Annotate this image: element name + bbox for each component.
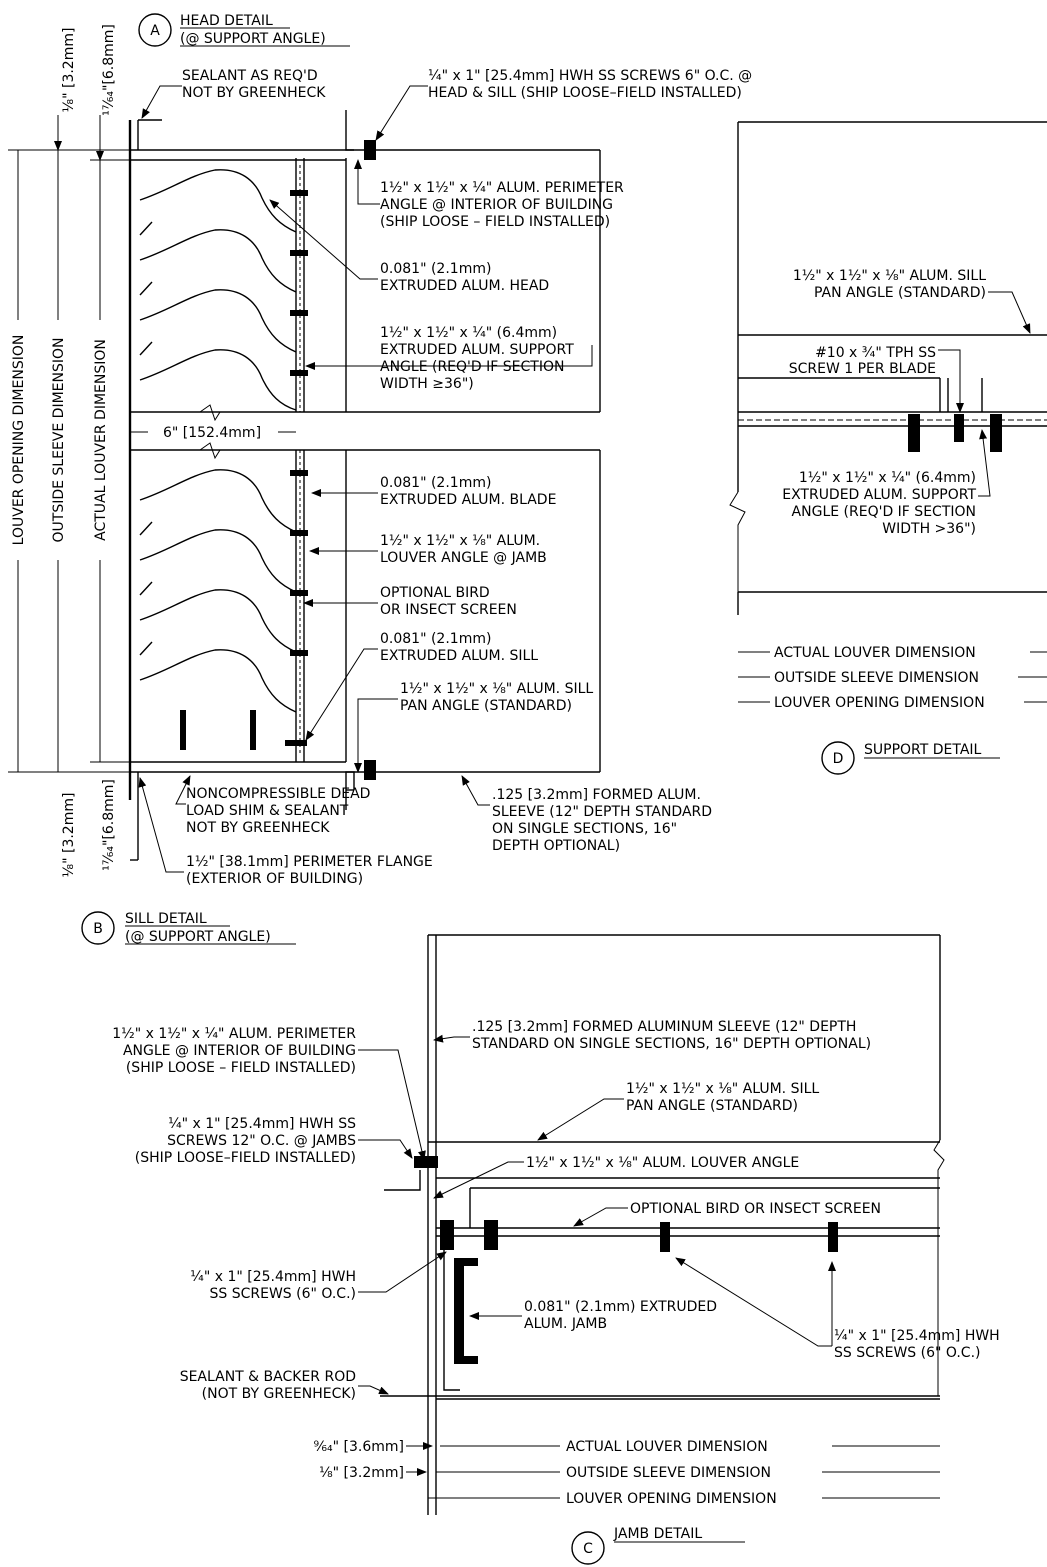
head-dim-a: ⅛" [3.2mm] <box>61 28 77 113</box>
support-actual-dim: ACTUAL LOUVER DIMENSION <box>774 645 976 661</box>
sill-pan-note-1: 1½" x 1½" x ⅛" ALUM. SILL <box>400 681 593 697</box>
blade-note-2: EXTRUDED ALUM. BLADE <box>380 492 556 508</box>
support-angle-note-2: EXTRUDED ALUM. SUPPORT <box>380 342 574 358</box>
sill-pan-note-2: PAN ANGLE (STANDARD) <box>400 698 572 714</box>
support-screw-note-1: #10 x ¾" TPH SS <box>815 345 936 361</box>
sealant-note-1: SEALANT AS REQ'D <box>182 68 318 84</box>
screen-note-2: OR INSECT SCREEN <box>380 602 517 618</box>
blade-note-1: 0.081" (2.1mm) <box>380 475 491 491</box>
detail-b-name: SILL DETAIL <box>125 911 207 927</box>
support-outside-dim: OUTSIDE SLEEVE DIMENSION <box>774 670 979 686</box>
sill-dim-a: ⅛" [3.2mm] <box>61 793 77 878</box>
flange-note-2: (EXTERIOR OF BUILDING) <box>186 871 363 887</box>
support-angle-d-note-2: EXTRUDED ALUM. SUPPORT <box>782 487 976 503</box>
jamb-louver-angle-note: 1½" x 1½" x ⅛" ALUM. LOUVER ANGLE <box>526 1155 799 1171</box>
support-angle-note-4: WIDTH ≥36") <box>380 376 474 392</box>
jamb-sleeve-note-1: .125 [3.2mm] FORMED ALUMINUM SLEEVE (12"… <box>472 1019 856 1035</box>
shim-note-3: NOT BY GREENHECK <box>186 820 330 836</box>
detail-d-name: SUPPORT DETAIL <box>864 742 982 758</box>
detail-a-title: A HEAD DETAIL (@ SUPPORT ANGLE) <box>138 13 350 47</box>
jamb-screen-note: OPTIONAL BIRD OR INSECT SCREEN <box>630 1201 881 1217</box>
shim-note-2: LOAD SHIM & SEALANT <box>186 803 349 819</box>
jamb-perimeter-note-3: (SHIP LOOSE – FIELD INSTALLED) <box>126 1060 356 1076</box>
jamb-detail: .125 [3.2mm] FORMED ALUMINUM SLEEVE (12"… <box>112 934 1000 1565</box>
jamb-screws6-left-note-1: ¼" x 1" [25.4mm] HWH <box>190 1269 356 1285</box>
detail-b-letter: B <box>93 921 103 937</box>
perimeter-angle-note-3: (SHIP LOOSE – FIELD INSTALLED) <box>380 214 610 230</box>
sleeve-note-3: ON SINGLE SECTIONS, 16" <box>492 821 677 837</box>
jamb-screws6-right-note-2: SS SCREWS (6" O.C.) <box>834 1345 981 1361</box>
sill-dim-b: ¹⁷⁄₆₄"[6.8mm] <box>101 779 117 871</box>
jamb-backer-note-1: SEALANT & BACKER ROD <box>180 1369 356 1385</box>
detail-a-name: HEAD DETAIL <box>180 13 273 29</box>
detail-d-title: D SUPPORT DETAIL <box>821 741 1000 775</box>
perimeter-angle-note-1: 1½" x 1½" x ¼" ALUM. PERIMETER <box>380 180 624 196</box>
jamb-sill-pan-note-2: PAN ANGLE (STANDARD) <box>626 1098 798 1114</box>
detail-b-subtitle: (@ SUPPORT ANGLE) <box>125 929 271 945</box>
detail-b-title: B SILL DETAIL (@ SUPPORT ANGLE) <box>81 911 296 945</box>
jamb-sill-pan-note-1: 1½" x 1½" x ⅛" ALUM. SILL <box>626 1081 819 1097</box>
detail-c-title: C JAMB DETAIL <box>571 1526 745 1565</box>
jamb-extrusion-note-2: ALUM. JAMB <box>524 1316 607 1332</box>
support-angle-d-note-4: WIDTH >36") <box>882 521 976 537</box>
detail-a-subtitle: (@ SUPPORT ANGLE) <box>180 31 326 47</box>
jamb-screws12-note-2: SCREWS 12" O.C. @ JAMBS <box>167 1133 356 1149</box>
detail-c-letter: C <box>583 1541 593 1557</box>
support-angle-screws <box>180 140 376 780</box>
sill-note-2: EXTRUDED ALUM. SILL <box>380 648 538 664</box>
detail-c-name: JAMB DETAIL <box>613 1526 702 1542</box>
jamb-opening-dim: LOUVER OPENING DIMENSION <box>566 1491 777 1507</box>
support-detail: 1½" x 1½" x ⅛" ALUM. SILL PAN ANGLE (STA… <box>729 121 1047 775</box>
louver-angle-note-1: 1½" x 1½" x ⅛" ALUM. <box>380 533 540 549</box>
actual-louver-dim: ACTUAL LOUVER DIMENSION <box>93 339 109 541</box>
jamb-dim-b: ⅛" [3.2mm] <box>319 1465 404 1481</box>
support-screw-note-2: SCREW 1 PER BLADE <box>789 361 936 377</box>
jamb-extrusion-note-1: 0.081" (2.1mm) EXTRUDED <box>524 1299 717 1315</box>
depth-dim: 6" [152.4mm] <box>163 425 261 441</box>
support-angle-d-note-1: 1½" x 1½" x ¼" (6.4mm) <box>799 470 976 486</box>
jamb-perimeter-note-1: 1½" x 1½" x ¼" ALUM. PERIMETER <box>112 1026 356 1042</box>
support-angle-d-note-3: ANGLE (REQ'D IF SECTION <box>792 504 976 520</box>
louver-blades <box>139 169 297 713</box>
screen-note-1: OPTIONAL BIRD <box>380 585 490 601</box>
sill-note-1: 0.081" (2.1mm) <box>380 631 491 647</box>
head-dim-b: ¹⁷⁄₆₄"[6.8mm] <box>101 24 117 116</box>
head-screws-note-1: ¼" x 1" [25.4mm] HWH SS SCREWS 6" O.C. @ <box>428 68 752 84</box>
sleeve-note-2: SLEEVE (12" DEPTH STANDARD <box>492 804 712 820</box>
shim-note-1: NONCOMPRESSIBLE DEAD <box>186 786 370 802</box>
head-extrusion-note-2: EXTRUDED ALUM. HEAD <box>380 278 549 294</box>
sealant-note-2: NOT BY GREENHECK <box>182 85 326 101</box>
head-sill-section: A HEAD DETAIL (@ SUPPORT ANGLE) ⅛" [3.2m… <box>8 13 752 945</box>
sleeve-note-4: DEPTH OPTIONAL) <box>492 838 620 854</box>
louver-opening-dim: LOUVER OPENING DIMENSION <box>11 335 27 546</box>
perimeter-angle-note-2: ANGLE @ INTERIOR OF BUILDING <box>380 197 613 213</box>
jamb-outside-dim: OUTSIDE SLEEVE DIMENSION <box>566 1465 771 1481</box>
outside-sleeve-dim: OUTSIDE SLEEVE DIMENSION <box>51 338 67 543</box>
jamb-screws6-right-note-1: ¼" x 1" [25.4mm] HWH <box>834 1328 1000 1344</box>
jamb-screws12-note-3: (SHIP LOOSE–FIELD INSTALLED) <box>135 1150 356 1166</box>
support-opening-dim: LOUVER OPENING DIMENSION <box>774 695 985 711</box>
head-screws-note-2: HEAD & SILL (SHIP LOOSE–FIELD INSTALLED) <box>428 85 742 101</box>
support-sill-pan-note-1: 1½" x 1½" x ⅛" ALUM. SILL <box>793 268 986 284</box>
jamb-screws12-note-1: ¼" x 1" [25.4mm] HWH SS <box>168 1116 356 1132</box>
support-sill-pan-note-2: PAN ANGLE (STANDARD) <box>814 285 986 301</box>
sleeve-note-1: .125 [3.2mm] FORMED ALUM. <box>492 787 701 803</box>
jamb-dim-a: ⁹⁄₆₄" [3.6mm] <box>313 1439 404 1455</box>
jamb-perimeter-note-2: ANGLE @ INTERIOR OF BUILDING <box>123 1043 356 1059</box>
support-angle-note-3: ANGLE (REQ'D IF SECTION <box>380 359 564 375</box>
jamb-backer-note-2: (NOT BY GREENHECK) <box>202 1386 356 1402</box>
jamb-screws6-left-note-2: SS SCREWS (6" O.C.) <box>210 1286 357 1302</box>
jamb-actual-dim: ACTUAL LOUVER DIMENSION <box>566 1439 768 1455</box>
louver-angle-note-2: LOUVER ANGLE @ JAMB <box>380 550 547 566</box>
flange-note-1: 1½" [38.1mm] PERIMETER FLANGE <box>186 854 433 870</box>
support-angle-note-1: 1½" x 1½" x ¼" (6.4mm) <box>380 325 557 341</box>
jamb-sleeve-note-2: STANDARD ON SINGLE SECTIONS, 16" DEPTH O… <box>472 1036 871 1052</box>
detail-a-letter: A <box>150 23 160 39</box>
detail-d-letter: D <box>833 751 844 767</box>
head-extrusion-note-1: 0.081" (2.1mm) <box>380 261 491 277</box>
